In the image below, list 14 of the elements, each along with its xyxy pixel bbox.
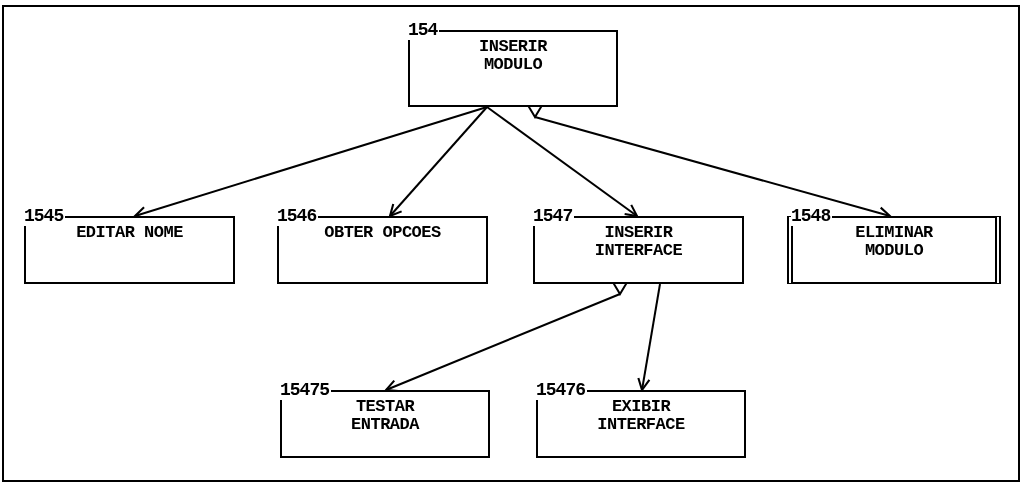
process-label: EDITAR NOME [75,224,184,242]
process-number: 1547 [533,206,575,226]
process-number: 15475 [280,380,331,400]
process-label: EXIBIR INTERFACE [596,398,686,434]
process-label: TESTAR ENTRADA [350,398,421,434]
process-number: 1548 [791,206,833,226]
process-label: INSERIR MODULO [478,38,548,74]
process-number: 154 [408,20,440,40]
process-label: INSERIR INTERFACE [593,224,684,260]
process-number: 1545 [24,206,66,226]
process-number: 1546 [277,206,319,226]
process-label: OBTER OPCOES [323,224,442,242]
process-number: 15476 [536,380,587,400]
process-label: ELIMINAR MODULO [854,224,934,260]
